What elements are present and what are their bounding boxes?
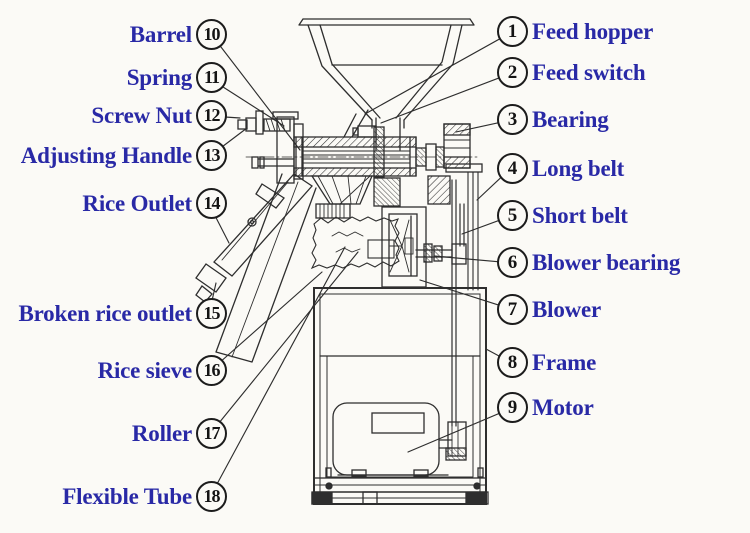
label-barrel-number: 10 bbox=[196, 19, 227, 50]
leader-feed-hopper bbox=[364, 31, 513, 115]
adjusting-handle bbox=[255, 110, 264, 135]
label-flexible-tube: Flexible Tube 18 bbox=[62, 481, 227, 512]
label-adjusting-handle-number: 13 bbox=[196, 140, 227, 171]
leader-feed-switch bbox=[380, 72, 513, 124]
label-short-belt: 5 Short belt bbox=[497, 200, 628, 231]
label-feed-switch: 2 Feed switch bbox=[497, 57, 646, 88]
label-rice-outlet-number: 14 bbox=[196, 188, 227, 219]
long-belt bbox=[451, 179, 457, 427]
hopper-braces bbox=[343, 109, 369, 138]
label-roller: Roller 17 bbox=[132, 418, 227, 449]
label-feed-switch-text: Feed switch bbox=[532, 59, 646, 85]
label-screw-nut-text: Screw Nut bbox=[91, 102, 192, 128]
label-broken-rice-outlet-text: Broken rice outlet bbox=[18, 300, 192, 326]
label-blower-bearing: 6 Blower bearing bbox=[497, 247, 680, 278]
frame-column bbox=[467, 171, 479, 291]
discharge-chute bbox=[215, 173, 317, 363]
label-flexible-tube-text: Flexible Tube bbox=[62, 483, 192, 509]
roller bbox=[301, 150, 411, 164]
label-bearing-text: Bearing bbox=[532, 106, 609, 132]
label-barrel-text: Barrel bbox=[129, 21, 192, 47]
main-pulley bbox=[427, 175, 451, 205]
label-bearing-number: 3 bbox=[497, 104, 528, 135]
label-spring-text: Spring bbox=[126, 64, 192, 90]
label-spring-number: 11 bbox=[196, 62, 227, 93]
label-rice-sieve: Rice sieve 16 bbox=[98, 355, 227, 386]
label-rice-sieve-number: 16 bbox=[196, 355, 227, 386]
label-blower: 7 Blower bbox=[497, 294, 601, 325]
label-screw-nut-number: 12 bbox=[196, 100, 227, 131]
label-barrel: Barrel 10 bbox=[130, 19, 227, 50]
label-motor-text: Motor bbox=[532, 394, 594, 420]
motor-pulley bbox=[445, 421, 467, 461]
label-long-belt: 4 Long belt bbox=[497, 153, 624, 184]
leader-motor bbox=[407, 407, 513, 453]
label-short-belt-number: 5 bbox=[497, 200, 528, 231]
blower-impeller bbox=[389, 219, 414, 273]
rice-sieve bbox=[315, 203, 351, 219]
label-short-belt-text: Short belt bbox=[532, 202, 628, 228]
label-frame: 8 Frame bbox=[497, 347, 596, 378]
rice-outlet bbox=[213, 173, 313, 277]
motor-nameplate bbox=[371, 412, 425, 434]
label-broken-rice-outlet-number: 15 bbox=[196, 298, 227, 329]
leader-rice-sieve bbox=[209, 271, 323, 372]
label-blower-bearing-text: Blower bearing bbox=[532, 249, 681, 275]
leader-roller bbox=[209, 251, 359, 435]
roller-bearing-housing bbox=[373, 177, 401, 207]
spring bbox=[263, 118, 291, 132]
blower-bearing bbox=[423, 243, 443, 263]
adjusting-assembly bbox=[237, 110, 304, 184]
discharge-cone bbox=[310, 175, 401, 207]
label-blower-text: Blower bbox=[532, 296, 602, 322]
broken-rice-outlet bbox=[195, 263, 227, 303]
label-frame-number: 8 bbox=[497, 347, 528, 378]
label-rice-outlet-text: Rice Outlet bbox=[82, 190, 192, 216]
label-feed-hopper: 1 Feed hopper bbox=[497, 16, 653, 47]
blower bbox=[381, 206, 467, 288]
flexible-tube bbox=[310, 216, 400, 270]
feed-throat bbox=[373, 126, 385, 178]
label-blower-bearing-number: 6 bbox=[497, 247, 528, 278]
label-feed-hopper-text: Feed hopper bbox=[532, 18, 654, 44]
label-long-belt-number: 4 bbox=[497, 153, 528, 184]
label-rice-outlet: Rice Outlet 14 bbox=[82, 188, 227, 219]
label-motor: 9 Motor bbox=[497, 392, 594, 423]
label-motor-number: 9 bbox=[497, 392, 528, 423]
label-feed-switch-number: 2 bbox=[497, 57, 528, 88]
label-long-belt-text: Long belt bbox=[532, 155, 625, 181]
label-rice-sieve-text: Rice sieve bbox=[97, 357, 193, 383]
frame-cabinet bbox=[313, 287, 487, 505]
label-flexible-tube-number: 18 bbox=[196, 481, 227, 512]
label-adjusting-handle: Adjusting Handle 13 bbox=[21, 140, 227, 171]
short-belt bbox=[459, 203, 465, 247]
lower-bolt bbox=[251, 156, 295, 169]
base bbox=[311, 467, 489, 505]
bearing-block bbox=[443, 123, 471, 169]
label-screw-nut: Screw Nut 12 bbox=[91, 100, 227, 131]
feed-hopper bbox=[298, 18, 475, 178]
label-blower-number: 7 bbox=[497, 294, 528, 325]
leader-flexible-tube bbox=[209, 246, 346, 498]
blower-pulley bbox=[451, 243, 467, 265]
label-spring: Spring 11 bbox=[127, 62, 227, 93]
label-roller-number: 17 bbox=[196, 418, 227, 449]
screw-nut bbox=[245, 117, 257, 132]
label-feed-hopper-number: 1 bbox=[497, 16, 528, 47]
label-roller-text: Roller bbox=[131, 420, 192, 446]
shaft-and-bearing bbox=[415, 123, 483, 205]
label-broken-rice-outlet: Broken rice outlet 15 bbox=[18, 298, 227, 329]
label-bearing: 3 Bearing bbox=[497, 104, 609, 135]
label-frame-text: Frame bbox=[532, 349, 597, 375]
motor bbox=[332, 402, 467, 477]
label-adjusting-handle-text: Adjusting Handle bbox=[20, 142, 192, 168]
